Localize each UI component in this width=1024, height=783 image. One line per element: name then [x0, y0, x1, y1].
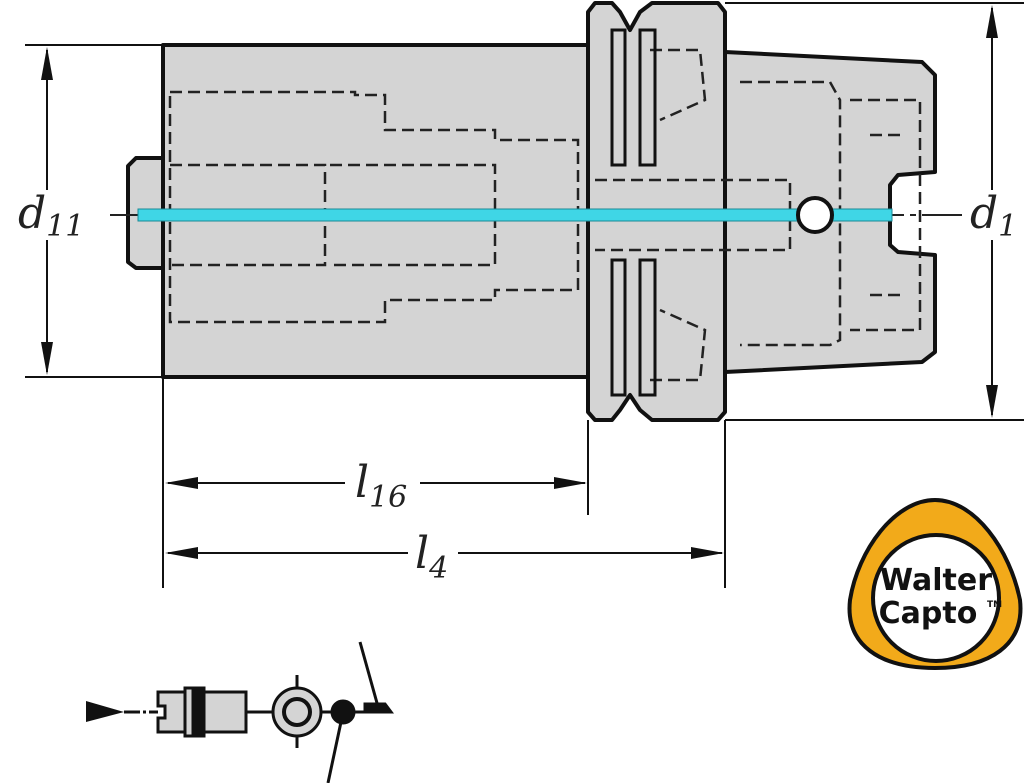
coolant-channel-icon	[137, 208, 893, 222]
cross-hole	[796, 196, 834, 234]
svg-text:Capto: Capto	[879, 596, 978, 631]
label-l4: l4	[415, 528, 448, 586]
flange-grooves	[610, 28, 657, 397]
dimension-labels: d11 d1 l16 l4	[15, 188, 1024, 586]
walter-capto-logo: Walter Capto TM	[847, 497, 1023, 671]
svg-text:TM: TM	[987, 600, 1002, 610]
assembly-symbol-icon	[86, 641, 394, 783]
label-d11: d11	[18, 188, 84, 244]
label-l16: l16	[355, 457, 407, 515]
svg-text:Walter: Walter	[880, 563, 992, 598]
label-d1: d1	[970, 188, 1017, 244]
